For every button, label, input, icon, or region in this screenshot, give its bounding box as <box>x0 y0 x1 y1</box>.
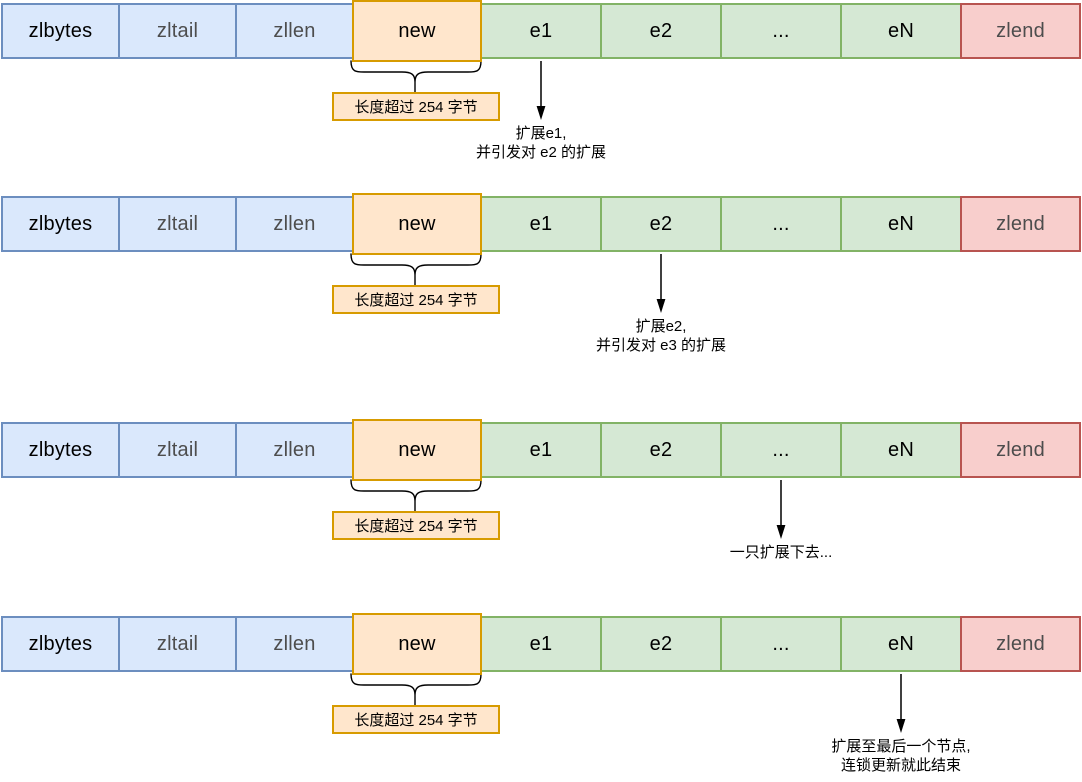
length-callout-box: 长度超过 254 字节 <box>332 705 500 734</box>
brace-under-new-icon <box>350 253 482 288</box>
down-arrow-icon <box>896 674 906 733</box>
cell-zlbytes: zlbytes <box>1 196 120 252</box>
cell-dots: ... <box>720 616 842 672</box>
cell-zltail: zltail <box>118 196 237 252</box>
brace-under-new-icon <box>350 673 482 708</box>
cell-new: new <box>352 0 482 62</box>
length-callout-text: 长度超过 254 字节 <box>354 292 478 309</box>
cell-zlbytes: zlbytes <box>1 422 120 478</box>
brace-under-new-icon <box>350 60 482 95</box>
cascade-note-line: 并引发对 e3 的扩展 <box>595 336 727 354</box>
cell-zltail: zltail <box>118 616 237 672</box>
cell-dots: ... <box>720 196 842 252</box>
length-callout-box: 长度超过 254 字节 <box>332 285 500 314</box>
cell-e2: e2 <box>600 3 722 59</box>
cell-new: new <box>352 613 482 675</box>
cascade-note: 扩展e2,并引发对 e3 的扩展 <box>596 318 726 355</box>
down-arrow-icon <box>776 480 786 539</box>
cell-e1: e1 <box>480 3 602 59</box>
length-callout-box: 长度超过 254 字节 <box>332 92 500 121</box>
cascade-note-line: 一只扩展下去... <box>729 544 833 561</box>
cell-e2: e2 <box>600 422 722 478</box>
cascade-note-line: 连锁更新就此结束 <box>840 756 962 774</box>
cascade-note: 一只扩展下去... <box>730 544 833 563</box>
cascade-note-line: 扩展至最后一个节点, <box>831 738 971 755</box>
cascade-note-line: 扩展e2, <box>635 318 687 335</box>
length-callout-box: 长度超过 254 字节 <box>332 511 500 540</box>
cell-zlbytes: zlbytes <box>1 3 120 59</box>
cell-dots: ... <box>720 3 842 59</box>
cell-zllen: zllen <box>235 616 354 672</box>
cell-zlbytes: zlbytes <box>1 616 120 672</box>
cell-zlend: zlend <box>960 196 1081 252</box>
cascade-note-line: 并引发对 e2 的扩展 <box>475 143 607 161</box>
cell-zllen: zllen <box>235 196 354 252</box>
cascade-note: 扩展至最后一个节点,连锁更新就此结束 <box>831 738 970 775</box>
cell-eN: eN <box>840 3 962 59</box>
cell-zlend: zlend <box>960 616 1081 672</box>
cell-dots: ... <box>720 422 842 478</box>
cell-eN: eN <box>840 422 962 478</box>
cell-eN: eN <box>840 196 962 252</box>
cell-e2: e2 <box>600 196 722 252</box>
cell-e2: e2 <box>600 616 722 672</box>
cell-zltail: zltail <box>118 422 237 478</box>
cell-e1: e1 <box>480 616 602 672</box>
cell-e1: e1 <box>480 422 602 478</box>
cell-zlend: zlend <box>960 422 1081 478</box>
cascade-note: 扩展e1,并引发对 e2 的扩展 <box>476 125 606 162</box>
length-callout-text: 长度超过 254 字节 <box>354 712 478 729</box>
cell-zltail: zltail <box>118 3 237 59</box>
length-callout-text: 长度超过 254 字节 <box>354 99 478 116</box>
cell-zlend: zlend <box>960 3 1081 59</box>
cascade-note-line: 扩展e1, <box>515 125 567 142</box>
down-arrow-icon <box>656 254 666 313</box>
cell-zllen: zllen <box>235 3 354 59</box>
cell-new: new <box>352 193 482 255</box>
brace-under-new-icon <box>350 479 482 514</box>
cell-e1: e1 <box>480 196 602 252</box>
cell-new: new <box>352 419 482 481</box>
down-arrow-icon <box>536 61 546 120</box>
length-callout-text: 长度超过 254 字节 <box>354 518 478 535</box>
cell-eN: eN <box>840 616 962 672</box>
cell-zllen: zllen <box>235 422 354 478</box>
